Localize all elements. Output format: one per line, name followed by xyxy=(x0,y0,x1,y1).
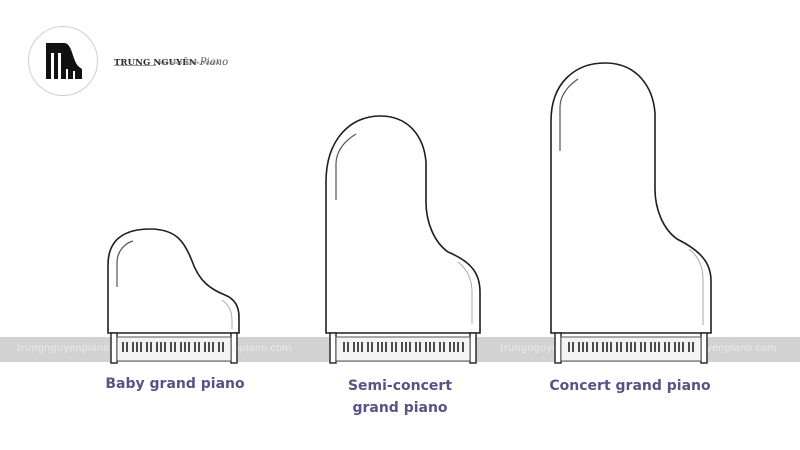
brand-divider xyxy=(114,65,156,66)
label-line: grand piano xyxy=(352,400,448,416)
brand-tagline: Đem piano tới đến mọi nhà xyxy=(158,61,220,66)
label-line: Baby grand piano xyxy=(105,376,245,392)
concert-grand-piano-icon xyxy=(550,62,712,364)
watermark-text: trungnguyenpiano.com xyxy=(660,343,777,354)
semi-concert-grand-piano-icon xyxy=(325,115,481,364)
brand-script: Piano xyxy=(199,57,229,68)
watermark-text: trungnguyenpiano.com xyxy=(17,343,134,354)
piano-keys-logo-icon xyxy=(46,43,82,79)
brand-logo xyxy=(28,26,98,96)
label-semi-concert-grand: Semi-concert grand piano xyxy=(320,375,480,419)
label-baby-grand: Baby grand piano xyxy=(95,373,255,395)
label-concert-grand: Concert grand piano xyxy=(530,375,730,397)
baby-grand-piano-icon xyxy=(107,228,240,364)
label-line: Concert grand piano xyxy=(549,378,711,394)
brand-name: TRUNG NGUYÊN xyxy=(114,58,197,68)
label-line: Semi-concert xyxy=(347,378,453,394)
